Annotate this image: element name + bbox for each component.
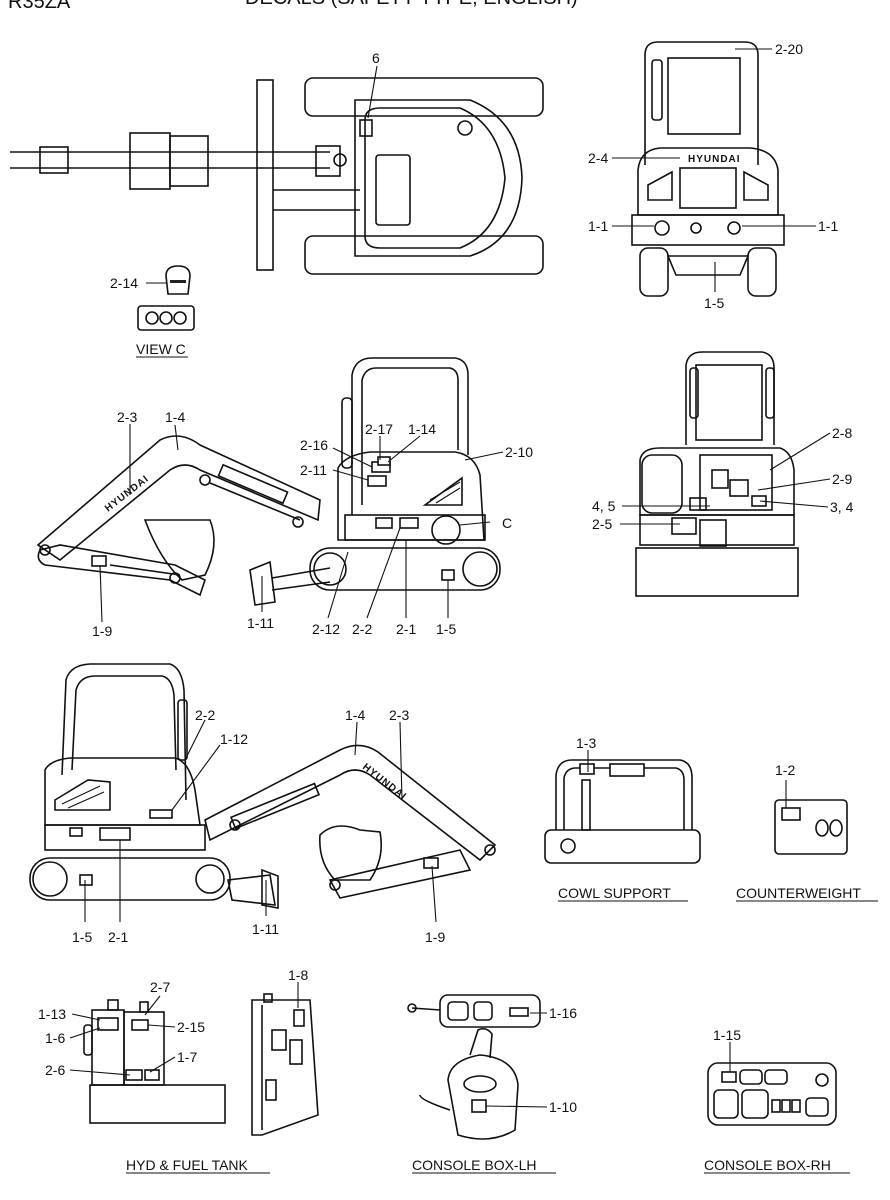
label-rh-2-3: 2-3 [117, 409, 137, 425]
label-clh-1-16: 1-16 [549, 1005, 577, 1021]
label-rh-2-16: 2-16 [300, 437, 328, 453]
console-box-rh-detail [707, 1062, 837, 1126]
label-tank-2-15: 2-15 [177, 1019, 205, 1035]
label-rh-2-11: 2-11 [300, 462, 327, 478]
leader-lh-1-4 [354, 721, 358, 756]
label-rear-1-1-right: 1-1 [818, 218, 838, 234]
label-lh-1-12: 1-12 [220, 731, 248, 747]
label-cw-1-2: 1-2 [775, 762, 795, 778]
leader-tank-2-15 [147, 1024, 176, 1028]
label-tank-2-7: 2-7 [150, 979, 170, 995]
label-lh-2-1: 2-1 [108, 929, 128, 945]
label-rh-2-10: 2-10 [505, 444, 533, 460]
caption-console-rh: CONSOLE BOX-RH [704, 1157, 831, 1173]
top-view [10, 77, 544, 275]
label-rh-2-2: 2-2 [352, 621, 372, 637]
caption-view-c: VIEW C [136, 341, 186, 357]
leader-lh-2-2 [184, 719, 206, 761]
leader-rh-2-16 [332, 447, 373, 468]
label-top-6: 6 [372, 50, 380, 66]
leader-tank-2-6 [69, 1069, 131, 1076]
counterweight-detail [774, 799, 848, 855]
rear-brand-decal: HYUNDAI [688, 154, 741, 165]
label-crh-1-15: 1-15 [713, 1027, 741, 1043]
leader-rh-1-9 [99, 564, 103, 623]
label-back-3-4: 3, 4 [830, 499, 854, 515]
label-lh-2-3: 2-3 [389, 707, 409, 723]
rear-view: HYUNDAI [631, 41, 785, 297]
label-back-2-5: 2-5 [592, 516, 612, 532]
view-c-detail [137, 265, 195, 331]
rh-boom-brand-decal: HYUNDAI [103, 473, 151, 514]
label-back-4-5: 4, 5 [592, 498, 616, 514]
label-detail-c: C [502, 515, 512, 531]
leader-rh-2-2 [366, 527, 401, 619]
leader-rh-2-12 [327, 551, 349, 619]
leader-detail-c [459, 521, 491, 526]
leader-back-3-4 [759, 500, 829, 508]
label-rear-1-1-left: 1-1 [588, 218, 608, 234]
label-rh-2-1: 2-1 [396, 621, 416, 637]
label-rh-1-11: 1-11 [247, 615, 274, 631]
leader-rh-2-10 [464, 451, 504, 461]
leader-lh-1-9 [431, 865, 437, 923]
leader-rh-1-4 [174, 424, 179, 451]
model-code: R35ZA [8, 0, 71, 13]
caption-counterweight: COUNTERWEIGHT [736, 885, 861, 901]
leader-tank-2-7 [144, 995, 161, 1016]
caption-hyd-fuel-tank: HYD & FUEL TANK [126, 1157, 249, 1173]
caption-console-lh: CONSOLE BOX-LH [412, 1157, 536, 1173]
label-rh-1-9: 1-9 [92, 623, 112, 639]
caption-cowl-support: COWL SUPPORT [558, 885, 671, 901]
label-lh-1-4: 1-4 [345, 707, 365, 723]
label-lh-1-5: 1-5 [72, 929, 92, 945]
leader-rh-1-14 [387, 435, 421, 463]
label-cowl-1-3: 1-3 [576, 735, 596, 751]
leader-back-2-8 [769, 432, 831, 471]
label-rh-2-12: 2-12 [312, 621, 340, 637]
label-lh-1-11: 1-11 [252, 921, 279, 937]
label-rear-1-5: 1-5 [704, 295, 724, 311]
label-lh-1-9: 1-9 [425, 929, 445, 945]
label-back-2-8: 2-8 [832, 425, 852, 441]
leader-back-2-9 [757, 478, 831, 491]
label-rear-2-20: 2-20 [775, 41, 803, 57]
leader-top-6 [367, 65, 378, 119]
label-rh-1-4: 1-4 [165, 409, 185, 425]
label-rh-1-5: 1-5 [436, 621, 456, 637]
leader-tank-1-6 [69, 1027, 101, 1039]
left-side-view: HYUNDAI [29, 663, 497, 909]
sheet-title: DECALS (SAFETY TYPE, ENGLISH) [245, 0, 578, 9]
label-lh-2-2: 2-2 [195, 707, 215, 723]
label-clh-1-10: 1-10 [549, 1099, 577, 1115]
leader-rh-2-11 [332, 469, 369, 481]
fuel-tank-side-detail [251, 993, 319, 1136]
label-tank-1-7: 1-7 [177, 1049, 197, 1065]
label-rh-2-17: 2-17 [365, 421, 393, 437]
label-view-c-2-14: 2-14 [110, 275, 138, 291]
back-view-cover-open [635, 351, 799, 597]
leader-lh-1-12 [171, 744, 221, 811]
label-tank-1-8: 1-8 [288, 967, 308, 983]
leader-tank-1-7 [149, 1056, 176, 1073]
label-back-2-9: 2-9 [832, 471, 852, 487]
hyd-fuel-tank-detail [83, 999, 226, 1124]
label-tank-1-13: 1-13 [38, 1006, 66, 1022]
leader-clh-1-10 [485, 1105, 548, 1108]
label-tank-2-6: 2-6 [45, 1062, 65, 1078]
label-tank-1-6: 1-6 [45, 1030, 65, 1046]
cowl-support-detail [544, 759, 701, 864]
console-box-lh-detail [407, 994, 541, 1140]
label-rear-2-4: 2-4 [588, 150, 608, 166]
leader-tank-1-13 [71, 1013, 101, 1021]
label-rh-1-14: 1-14 [408, 421, 436, 437]
leader-lh-2-3 [399, 721, 403, 801]
right-side-view: HYUNDAI [36, 357, 501, 606]
